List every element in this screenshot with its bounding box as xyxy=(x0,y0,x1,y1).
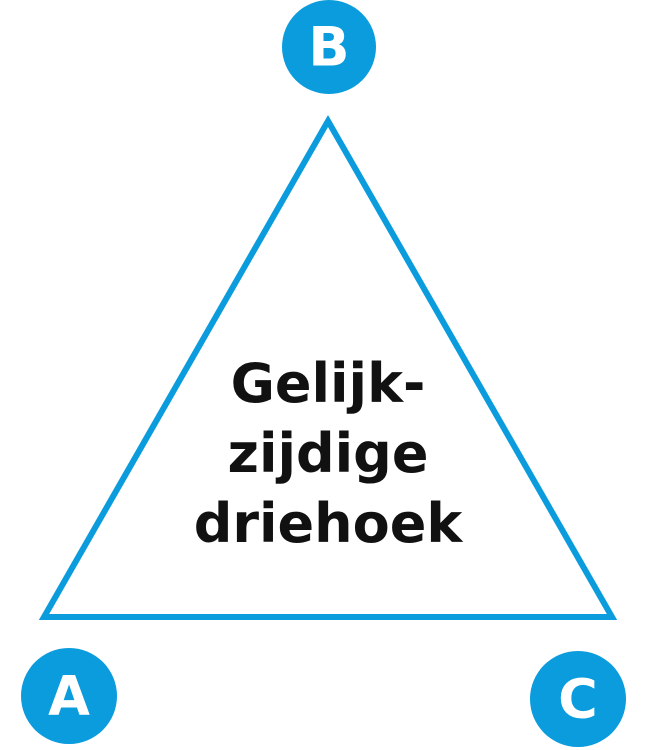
vertex-a-label: A xyxy=(48,665,90,728)
vertex-c-circle xyxy=(530,651,626,747)
vertex-b-label: B xyxy=(308,16,349,79)
vertex-a: A xyxy=(21,648,117,744)
triangle-label-line-1: Gelijk- xyxy=(231,352,426,415)
triangle-label-line-2: zijdige xyxy=(228,422,429,485)
vertex-b: B xyxy=(282,0,376,94)
vertex-c-label: C xyxy=(558,668,598,731)
triangle-outline xyxy=(38,114,618,620)
vertex-c: C xyxy=(530,651,626,747)
vertex-b-circle xyxy=(282,0,376,94)
vertex-a-circle xyxy=(21,648,117,744)
triangle-label-line-3: driehoek xyxy=(194,492,464,555)
